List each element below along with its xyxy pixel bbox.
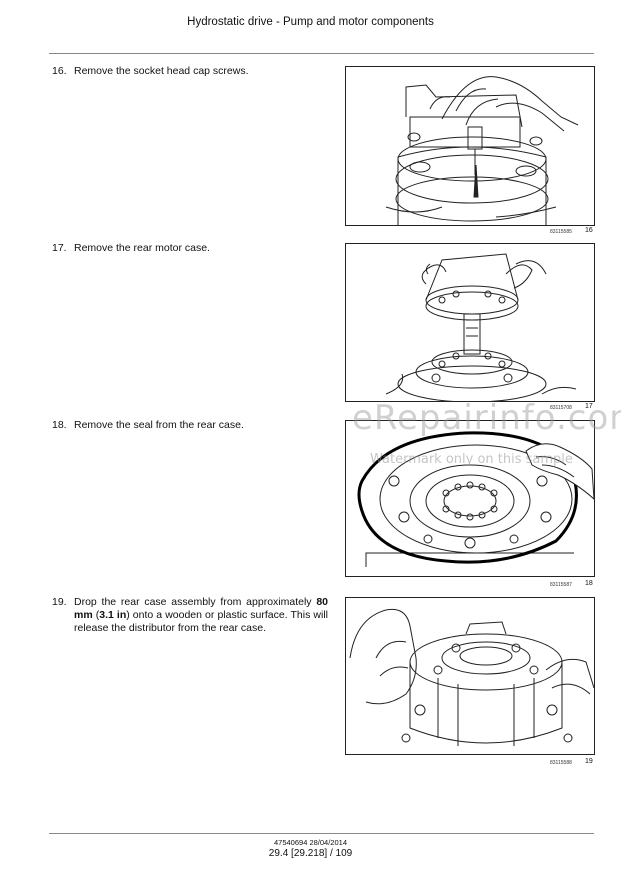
step-text: Drop the rear case assembly from approxi… [74,596,328,634]
measure-imperial: 3.1 in [99,609,127,621]
watermark-subtext: Watermark only on this sample [370,452,573,467]
rear-motor-case-illustration [385,253,577,401]
header-rule [49,53,594,54]
figure-16-image [345,66,595,226]
figure-code: 83115587 [550,582,572,588]
figure-number: 16 [585,227,593,234]
step-number: 18. [52,419,67,431]
figure-number: 18 [585,580,593,587]
step-19: 19. Drop the rear case assembly from app… [52,596,328,635]
motor-screws-illustration [385,76,579,225]
step-16: 16. Remove the socket head cap screws. [52,65,328,78]
figure-17-image [345,243,595,402]
page-header: Hydrostatic drive - Pump and motor compo… [187,16,434,28]
step-17: 17. Remove the rear motor case. [52,242,328,255]
document-number: 47540694 28/04/2014 [274,838,347,847]
figure-18-image [345,420,595,577]
rear-case-drop-illustration [349,608,594,746]
step-text: Remove the socket head cap screws. [74,65,249,77]
figure-code: 83115588 [550,760,572,766]
step-text: Remove the seal from the rear case. [74,419,244,431]
step-number: 17. [52,242,67,254]
step-number: 19. [52,596,67,608]
step-18: 18. Remove the seal from the rear case. [52,419,328,432]
footer-rule [49,833,594,834]
page-number: 29.4 [29.218] / 109 [268,848,353,859]
figure-number: 19 [585,758,593,765]
figure-code: 83115708 [550,405,572,411]
figure-19-image [345,597,595,755]
seal-removal-illustration [357,431,594,567]
step-text: Remove the rear motor case. [74,242,210,254]
figure-number: 17 [585,403,593,410]
watermark-logo: eRepairinfo.com [352,398,621,438]
step-number: 16. [52,65,67,77]
measure-metric: 80 mm [74,596,328,621]
figure-code: 83115585 [550,229,572,235]
